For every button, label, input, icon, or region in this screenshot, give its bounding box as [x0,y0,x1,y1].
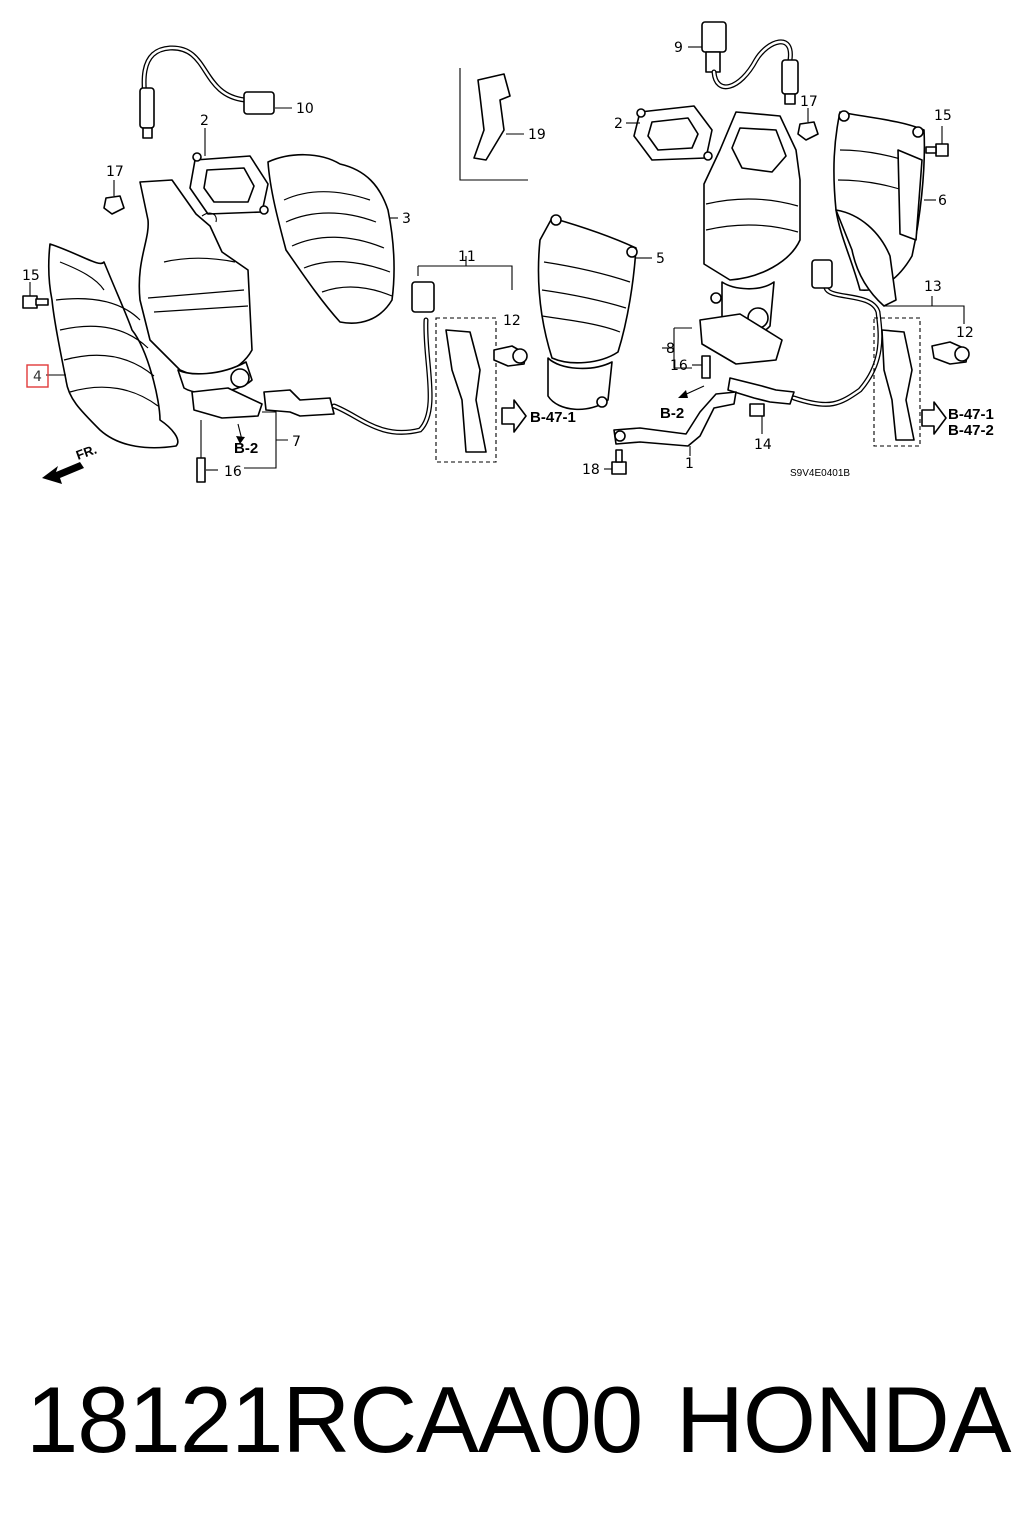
bolt-18[interactable] [604,449,627,475]
b2-label-right: B-2 [660,405,684,422]
callout-2-left[interactable]: 2 [200,113,209,129]
callout-17-left[interactable]: 17 [106,164,124,180]
oxygen-sensor-12-left[interactable] [263,281,435,435]
stud-16-left[interactable] [196,420,218,483]
sensor-bracket-assembly-right[interactable] [873,296,970,447]
callout-1[interactable]: 1 [685,456,694,472]
callout-15-left[interactable]: 15 [22,268,40,284]
b2-label-left: B-2 [234,440,258,457]
callout-16-left[interactable]: 16 [224,464,242,480]
b2-ref-right [678,385,705,398]
heat-shield-5[interactable] [537,214,653,411]
callout-9[interactable]: 9 [674,40,683,56]
callout-7[interactable]: 7 [292,434,301,450]
b47-label-right-1: B-47-1 [948,406,994,423]
outline-arrow-icon-right [921,401,947,435]
callout-13[interactable]: 13 [924,279,942,295]
callout-6[interactable]: 6 [938,193,947,209]
highlight-box [26,364,49,388]
callout-8[interactable]: 8 [666,341,675,357]
nut-17-left[interactable] [103,180,125,215]
gasket-2-right[interactable] [626,105,713,161]
oxygen-sensor-10[interactable] [139,45,292,139]
front-arrow-icon [42,462,84,484]
gasket-2-left[interactable] [189,128,269,215]
footer: 18121RCAA00 HONDA [0,1360,1024,1480]
heat-shield-4[interactable] [46,243,179,449]
bolt-15-left[interactable] [22,282,49,309]
stud-16-right[interactable] [692,355,711,379]
front-label: FR. [74,442,99,463]
drawing-code: S9V4E0401B [790,468,850,479]
callout-19[interactable]: 19 [528,127,546,143]
brand-name: HONDA [676,1367,1011,1472]
catalytic-converter-8[interactable] [662,111,801,369]
part-number: 18121RCAA00 [26,1367,643,1472]
sensor-bracket-assembly-left[interactable] [417,256,528,463]
nut-17-right[interactable] [797,108,819,141]
heat-shield-6[interactable] [833,110,936,307]
callout-16-right[interactable]: 16 [670,358,688,374]
callout-11[interactable]: 11 [458,249,476,265]
b47-label-left: B-47-1 [530,409,576,426]
callout-18[interactable]: 18 [582,462,600,478]
callout-12-left[interactable]: 12 [503,313,521,329]
callout-15-right[interactable]: 15 [934,108,952,124]
callout-12-right[interactable]: 12 [956,325,974,341]
bracket-19[interactable] [459,68,528,181]
bracket-1[interactable] [613,391,737,456]
oxygen-sensor-9[interactable] [688,21,799,105]
callout-5[interactable]: 5 [656,251,665,267]
outline-arrow-icon-left [501,399,527,433]
b2-ref-left [236,411,288,469]
oxygen-sensor-14[interactable] [727,259,883,434]
heat-shield-3[interactable] [267,153,398,324]
catalytic-converter-7[interactable] [138,179,263,419]
b47-label-right-2: B-47-2 [948,422,994,439]
callout-14[interactable]: 14 [754,437,772,453]
callout-2-right[interactable]: 2 [614,116,623,132]
callout-17-right[interactable]: 17 [800,94,818,110]
callout-10[interactable]: 10 [296,101,314,117]
bolt-15-right[interactable] [925,126,949,157]
exhaust-parts-diagram: 10 2 17 3 15 4 11 12 19 5 7 16 B-2 B-47-… [22,21,994,484]
callout-4[interactable]: 4 [33,369,42,385]
callout-3[interactable]: 3 [402,211,411,227]
